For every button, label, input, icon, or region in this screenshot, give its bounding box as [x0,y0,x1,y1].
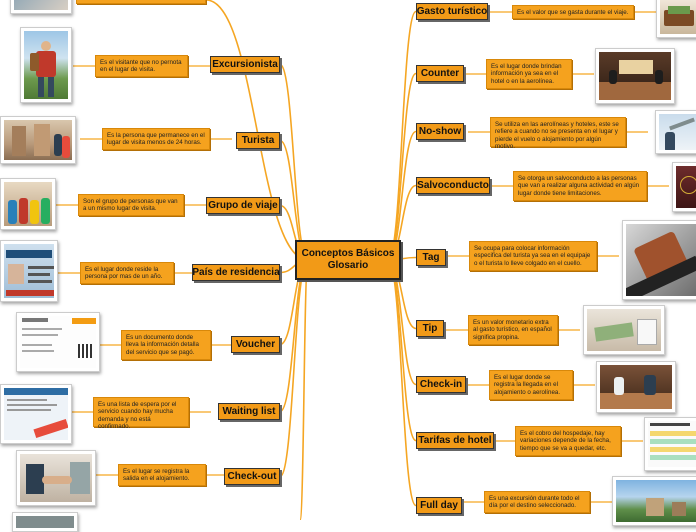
node-tag[interactable]: Tag [416,249,446,266]
residence-card-icon [0,240,58,302]
excursionista-description: Es el visitante que no pernota en el lug… [95,55,188,77]
checkin-desk-photo-icon [596,361,676,413]
wallet-money-photo-icon [656,0,696,38]
top-left-photo [10,0,72,14]
tarifas-de-hotel-description: Es el cobro del hospedaje, hay variacion… [515,426,621,456]
travel-group-photo-icon [0,178,56,230]
connector-node-tarifas-de-hotel [387,259,417,442]
node-tarifas-de-hotel[interactable]: Tarifas de hotel [416,432,494,449]
center-title: Conceptos Básicos [301,248,395,259]
tag-description: Se ocupa para colocar información especi… [469,241,597,271]
missed-flight-photo-icon [655,110,696,154]
connector-top-left-partial [205,0,309,261]
checkout-handshake-photo-icon [16,450,96,506]
full-day-description: Es una excursión durante todo el día por… [484,491,590,513]
tourists-city-photo-icon [0,116,76,164]
hiker-photo-icon [20,27,72,103]
gasto-turistico-description: Es el valor que se gasta durante el viaj… [512,5,634,19]
check-in-description: Es el lugar donde se registra la llegada… [489,370,573,400]
connector-node-counter [387,72,417,261]
no-show-description: Se utiliza en las aerolíneas y hoteles, … [490,117,626,150]
node-waiting-list[interactable]: Waiting list [218,403,280,420]
center-subtitle: Glosario [327,260,369,271]
waiting-list-screen-icon [0,384,72,444]
voucher-document-icon [16,312,100,372]
node-voucher[interactable]: Voucher [231,336,280,353]
luggage-tag-photo-icon [622,220,696,300]
tip-money-photo-icon [583,305,665,355]
node-counter[interactable]: Counter [416,65,464,82]
waiting-list-description: Es una lista de espera por el servicio c… [93,397,189,430]
full-day-tour-photo-icon [612,476,696,526]
node-grupo-de-viaje[interactable]: Grupo de viaje [206,197,280,214]
passport-document-icon [672,162,696,212]
connector-bottom-partial [299,259,309,520]
top-left-description-partial [76,0,206,4]
turista-description: Es la persona que permanece en el lugar … [102,128,210,150]
node-pais-de-residencia[interactable]: País de residencia [192,264,280,281]
node-check-out[interactable]: Check-out [224,468,280,485]
node-turista[interactable]: Turista [236,132,280,149]
node-no-show[interactable]: No-show [416,123,464,140]
voucher-description: Es un documento donde lleva la informaci… [121,330,211,360]
salvoconducto-description: Se otorga un salvoconducto a las persona… [513,171,647,201]
node-salvoconducto[interactable]: Salvoconducto [416,177,490,194]
hotel-rates-table-icon [644,417,696,471]
tip-description: Es un valor monetario extra al gasto tur… [468,315,558,345]
counter-description: Es el lugar donde brindan información ya… [486,59,572,89]
node-excursionista[interactable]: Excursionista [210,56,280,73]
node-check-in[interactable]: Check-in [416,376,466,393]
pais-de-residencia-description: Es el lugar donde reside la persona por … [80,262,174,284]
center-node[interactable]: Conceptos Básicos Glosario [295,240,401,280]
node-full-day[interactable]: Full day [416,497,462,514]
node-gasto-turistico[interactable]: Gasto turístico [416,3,488,20]
hotel-counter-photo-icon [595,48,675,104]
grupo-de-viaje-description: Son el grupo de personas que van a un mi… [78,194,184,216]
node-tip[interactable]: Tip [416,320,444,337]
check-out-description: Es el lugar se registra la salida en el … [118,464,206,486]
bottom-left-photo-partial [12,512,78,532]
